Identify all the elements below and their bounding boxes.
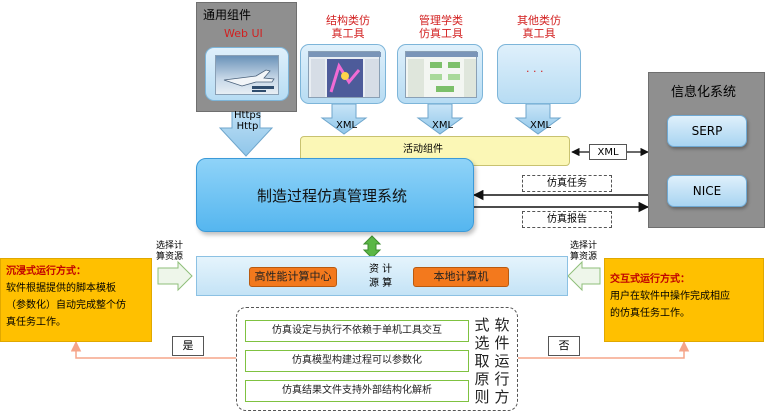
no-label: 否 (548, 336, 580, 356)
right-select-label: 选择计 算资源 (570, 241, 597, 263)
structural-tool-title: 结构类仿 真工具 (323, 14, 373, 40)
common-components-title: 通用组件 (203, 8, 252, 22)
compute-resources-box: 高性能计算中心 资 计 源 算 本地计算机 (196, 256, 568, 296)
rule-2: 仿真模型构建过程可以参数化 (245, 350, 469, 372)
principle-char: 则 (474, 388, 490, 406)
principle-char: 行 (494, 370, 510, 388)
immersive-mode-line-3: 真任务工作。 (6, 317, 66, 328)
task-label: 仿真任务 (522, 175, 612, 192)
principle-column-left: 式 选 取 原 则 (473, 316, 491, 406)
principle-char: 选 (474, 334, 490, 352)
hpc-center-button[interactable]: 高性能计算中心 (249, 267, 337, 287)
right-select-arrow (567, 260, 601, 292)
management-tool-card[interactable] (397, 44, 483, 104)
other-tool-placeholder: · · · (526, 65, 544, 78)
other-tool-title-line-1: 其他类仿 (517, 14, 561, 27)
xml-label-1: XML (336, 120, 358, 131)
immersive-mode-line-2: （参数化）自动完成整个仿 (6, 300, 126, 311)
principle-char: 原 (474, 370, 490, 388)
left-select-label-line-2: 算资源 (156, 252, 184, 262)
structural-tool-title-line-1: 结构类仿 (326, 14, 370, 27)
webui-card[interactable] (205, 47, 289, 101)
other-tool-title-line-2: 真工具 (522, 27, 556, 40)
interactive-mode-box: 交互式运行方式： 用户在软件中操作完成相应 的仿真任务工作。 (604, 258, 764, 342)
yes-line (70, 340, 236, 359)
yes-label: 是 (172, 336, 204, 356)
immersive-mode-line-1: 软件根据提供的脚本模板 (6, 283, 116, 294)
management-tool-title-line-1: 管理学类 (419, 14, 463, 27)
left-select-arrow (157, 260, 193, 292)
local-computer-button[interactable]: 本地计算机 (413, 267, 509, 287)
other-tool-card[interactable]: · · · (497, 44, 581, 104)
xml-arrow-2 (416, 103, 464, 135)
protocol-label: Https Http (234, 110, 261, 132)
immersive-mode-title: 沉浸式运行方式： (6, 266, 86, 277)
management-tool-screenshot (405, 51, 478, 98)
right-select-label-line-2: 算资源 (570, 252, 598, 262)
protocol-line-2: Http (236, 121, 259, 132)
principle-char: 件 (494, 334, 510, 352)
principle-char: 式 (474, 316, 490, 334)
xml-link-label: XML (589, 144, 627, 160)
structural-tool-screenshot (308, 51, 381, 98)
xml-arrow-1 (320, 103, 368, 135)
nice-system[interactable]: NICE (667, 175, 747, 207)
structural-tool-title-line-2: 真工具 (331, 27, 365, 40)
compute-resources-label: 资 计 源 算 (369, 263, 392, 291)
principle-char: 方 (494, 388, 510, 406)
structural-model-icon (309, 52, 381, 97)
protocol-line-1: Https (234, 110, 261, 121)
structural-tool-card[interactable] (300, 44, 386, 104)
immersive-mode-box: 沉浸式运行方式： 软件根据提供的脚本模板 （参数化）自动完成整个仿 真任务工作。 (0, 258, 152, 342)
principle-char: 软 (494, 316, 510, 334)
info-system-panel: 信息化系统 SERP NICE (648, 72, 765, 228)
xml-label-2: XML (432, 120, 454, 131)
principle-char: 运 (494, 352, 510, 370)
interactive-mode-line-2: 的仿真任务工作。 (610, 308, 690, 319)
interactive-mode-line-1: 用户在软件中操作完成相应 (610, 291, 730, 302)
principle-column-right: 软 件 运 行 方 (493, 316, 511, 406)
rule-1: 仿真设定与执行不依赖于单机工具交互 (245, 320, 469, 342)
interactive-mode-title: 交互式运行方式： (610, 274, 690, 285)
principle-char: 取 (474, 352, 490, 370)
webui-label: Web UI (224, 27, 263, 40)
info-system-title: 信息化系统 (671, 85, 737, 100)
no-line (518, 340, 690, 359)
main-system-label: 制造过程仿真管理系统 (257, 187, 408, 205)
management-tool-title-line-2: 仿真工具 (419, 27, 463, 40)
other-tool-title: 其他类仿 真工具 (514, 14, 564, 40)
report-label: 仿真报告 (522, 211, 612, 228)
common-components-panel: 通用组件 Web UI (196, 2, 297, 112)
airplane-icon (223, 69, 275, 92)
left-select-label: 选择计 算资源 (156, 241, 183, 263)
flowchart-icon (406, 52, 478, 97)
compute-resources-label-line-1: 资 计 (369, 264, 393, 275)
xml-arrow-3 (514, 103, 562, 135)
serp-system[interactable]: SERP (667, 115, 747, 147)
rule-3: 仿真结果文件支持外部结构化解析 (245, 380, 469, 402)
compute-resources-label-line-2: 源 算 (369, 278, 393, 289)
xml-label-3: XML (530, 120, 552, 131)
management-tool-title: 管理学类 仿真工具 (414, 14, 468, 40)
compute-link-arrow (362, 235, 382, 259)
left-select-label-line-1: 选择计 (156, 241, 184, 251)
main-system-box[interactable]: 制造过程仿真管理系统 (196, 158, 474, 232)
decision-criteria-box: 仿真设定与执行不依赖于单机工具交互 仿真模型构建过程可以参数化 仿真结果文件支持… (236, 307, 518, 411)
right-select-label-line-1: 选择计 (570, 241, 598, 251)
webui-screenshot (215, 55, 279, 95)
activity-component-label: 活动组件 (403, 144, 443, 155)
